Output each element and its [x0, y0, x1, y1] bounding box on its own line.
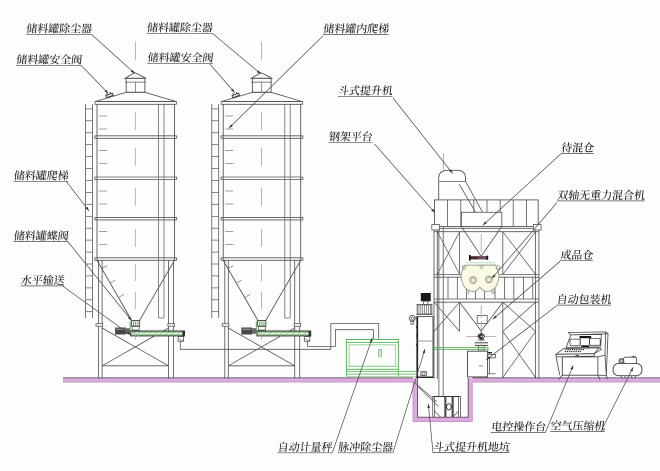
svg-text:rto: rto	[479, 364, 483, 368]
